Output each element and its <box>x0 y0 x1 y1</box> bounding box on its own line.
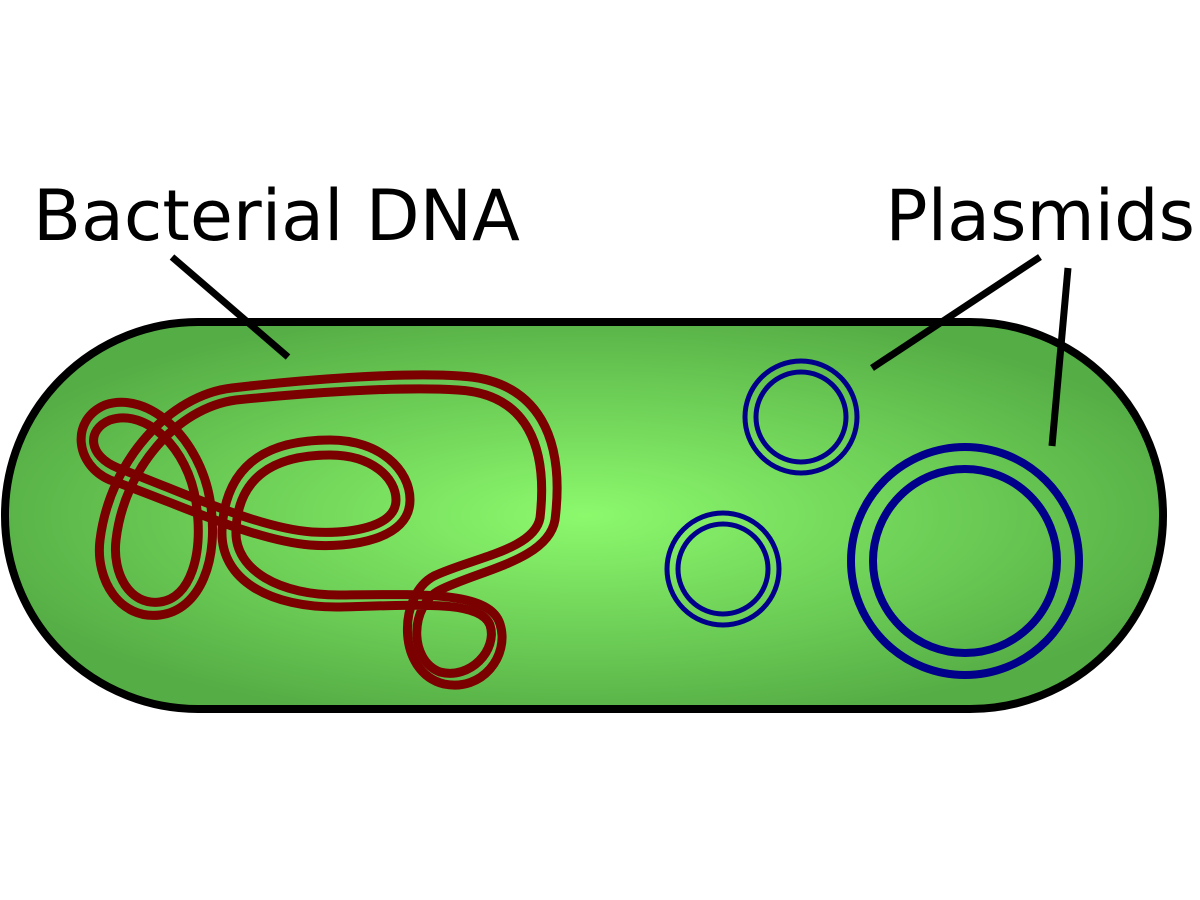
leader-lines <box>169 254 1072 447</box>
plasmids-label: Plasmids <box>885 175 1195 257</box>
plasmid-small-bottom <box>664 510 782 628</box>
dna-leader-line <box>169 254 291 360</box>
plasmid-leader-line-2 <box>1048 267 1072 447</box>
plasmid-small-top <box>742 358 860 476</box>
plasmid-large <box>847 443 1083 679</box>
plasmid-leader-line-1 <box>870 254 1042 371</box>
dna-label: Bacterial DNA <box>33 175 520 257</box>
bacterial-cell <box>1 318 1167 713</box>
bacterial-dna <box>76 370 562 690</box>
plasmids <box>664 358 1083 679</box>
